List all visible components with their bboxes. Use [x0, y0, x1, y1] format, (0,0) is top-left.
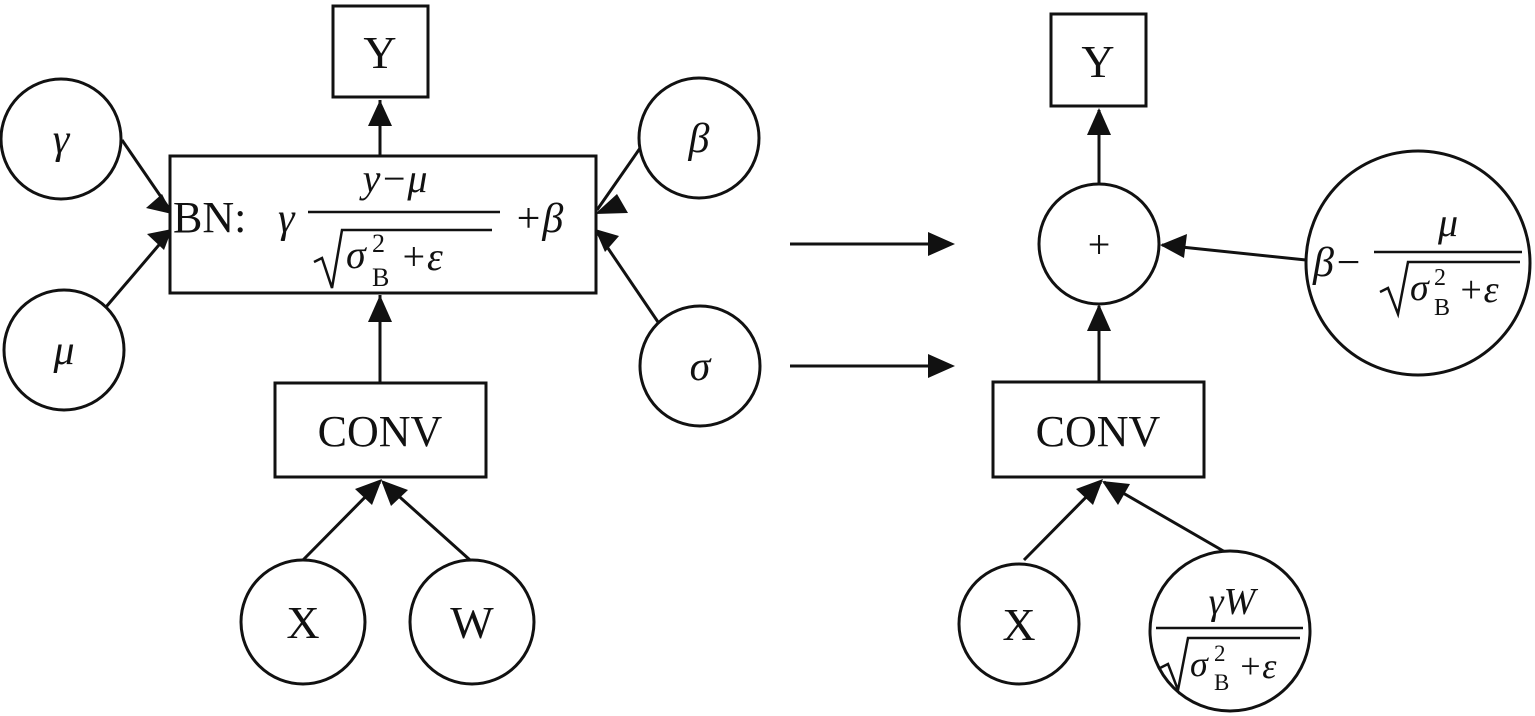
arrowhead: [595, 229, 619, 252]
sigma-circle: [638, 304, 762, 428]
beta-label: β: [688, 116, 710, 162]
input-x-circle-left: [239, 558, 367, 686]
edge-bias-to-add: [1161, 243, 1307, 262]
arrowhead: [147, 229, 172, 250]
arrowhead: [1087, 304, 1111, 331]
bias-numerator: μ: [1437, 200, 1458, 245]
input-w-circle: [408, 558, 536, 686]
scaled-w-sup: 2: [1214, 641, 1226, 666]
conv-box-right: [991, 380, 1206, 479]
gamma-label: γ: [53, 117, 71, 163]
scaled-w-sigma: σ: [1190, 644, 1209, 684]
bn-prefix: BN:: [173, 193, 246, 242]
scaled-w-circle: [1148, 549, 1312, 713]
arrowhead: [355, 479, 382, 505]
output-y-label-right: Y: [1081, 36, 1114, 87]
right-graph: Y + β− μ σ 2 B +ε CONV X γW σ 2 B +ε: [957, 12, 1532, 713]
bias-sup: 2: [1434, 265, 1446, 291]
mu-circle: [2, 288, 126, 412]
bn-sup: 2: [372, 229, 385, 258]
arrowhead: [928, 354, 955, 378]
arrowhead: [368, 100, 392, 126]
arrowhead: [1160, 234, 1187, 258]
arrowhead: [595, 194, 628, 214]
bias-plus-eps: +ε: [1458, 269, 1499, 311]
bn-plus-beta: +β: [514, 196, 563, 242]
input-x-label-right: X: [1002, 599, 1035, 650]
bn-numerator: y−μ: [359, 156, 428, 201]
bias-beta-minus: β−: [1312, 240, 1362, 286]
bias-sigma: σ: [1410, 267, 1430, 309]
scaled-w-sub: B: [1214, 670, 1229, 695]
bn-sigma: σ: [346, 232, 367, 277]
output-y-label-left: Y: [363, 27, 396, 78]
bn-box: [168, 154, 598, 295]
input-w-label: W: [450, 597, 494, 648]
input-x-circle-right: [957, 562, 1081, 686]
add-label: +: [1088, 222, 1111, 267]
transform-arrows: [790, 232, 955, 378]
arrowhead: [1102, 481, 1130, 505]
edge-scaled-w-to-conv: [1103, 480, 1233, 558]
conv-label-left: CONV: [318, 407, 443, 456]
conv-label-right: CONV: [1036, 407, 1161, 456]
sigma-label: σ: [690, 344, 713, 390]
bn-sqrt-sign: [313, 228, 492, 289]
bias-sub: B: [1434, 295, 1450, 321]
input-x-label-left: X: [286, 597, 319, 648]
conv-box-left: [273, 381, 488, 479]
arrowhead: [1087, 108, 1111, 135]
arrowhead: [1076, 479, 1103, 505]
bn-plus-eps: +ε: [400, 234, 443, 279]
beta-circle: [637, 76, 761, 200]
arrowhead: [368, 295, 392, 322]
gamma-circle: [0, 77, 123, 201]
arrowhead: [146, 194, 172, 214]
scaled-w-numerator: γW: [1209, 581, 1259, 623]
arrowhead: [381, 480, 408, 506]
arrowhead: [928, 232, 955, 256]
output-y-box-left: [331, 4, 430, 99]
bn-gamma: γ: [278, 196, 296, 242]
add-circle: [1037, 182, 1161, 306]
scaled-w-plus-eps: +ε: [1238, 646, 1277, 686]
output-y-box-right: [1049, 12, 1148, 108]
left-graph: Y BN: γ y−μ σ 2 B +ε +β CONV γ μ β σ X W: [0, 4, 762, 686]
scaled-w-sqrt-sign: [1159, 636, 1300, 695]
bn-sub: B: [372, 263, 389, 292]
bias-sqrt-sign: [1379, 260, 1520, 319]
mu-label: μ: [52, 328, 74, 374]
